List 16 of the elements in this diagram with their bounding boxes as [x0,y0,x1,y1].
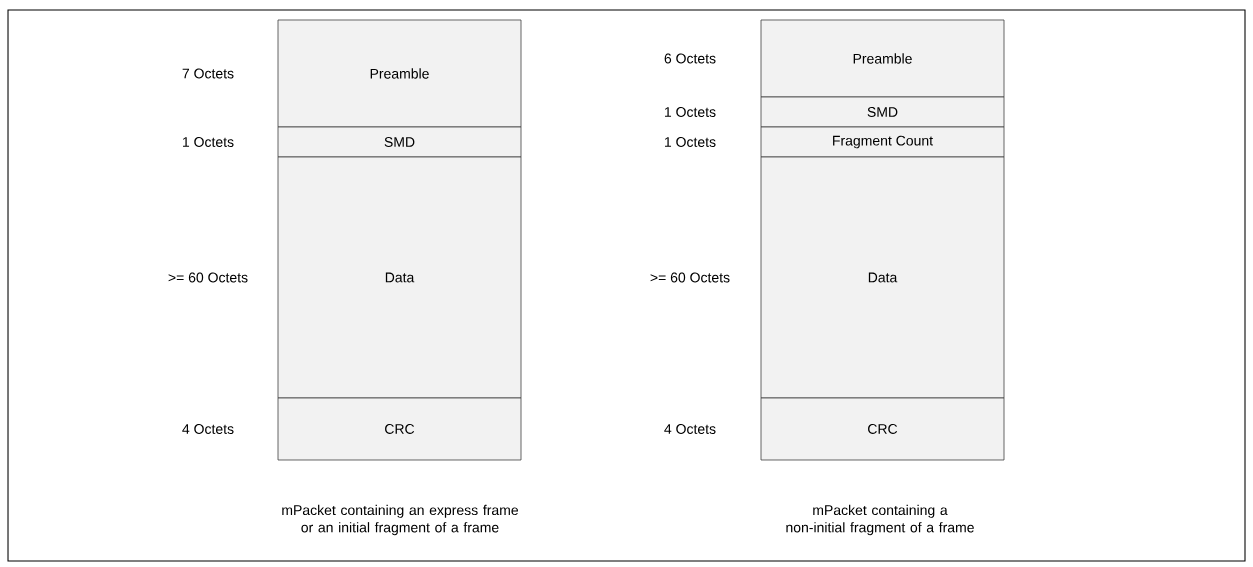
caption: mPacket containing a non-initial fragment of a frame [786,504,974,536]
size-label: >= 60 Octets [168,272,248,283]
field-box: SMD [760,96,1005,128]
size-label: 1 Octets [665,137,716,147]
caption: mPacket containing an express frame or an initial fragment of a frame [282,504,518,536]
size-label: 6 Octets [664,53,716,64]
size-label: 1 Octets [183,137,234,147]
size-label: 4 Octets [664,424,716,434]
field-box: CRC [760,397,1005,461]
size-label: 7 Octets [182,68,234,79]
field-box: SMD [277,126,522,158]
size-label: 4 Octets [182,424,234,434]
size-label: 1 Octets [665,107,716,117]
size-label: >= 60 Octets [650,272,730,283]
field-box: CRC [277,397,522,461]
field-box: Fragment Count [760,126,1005,158]
